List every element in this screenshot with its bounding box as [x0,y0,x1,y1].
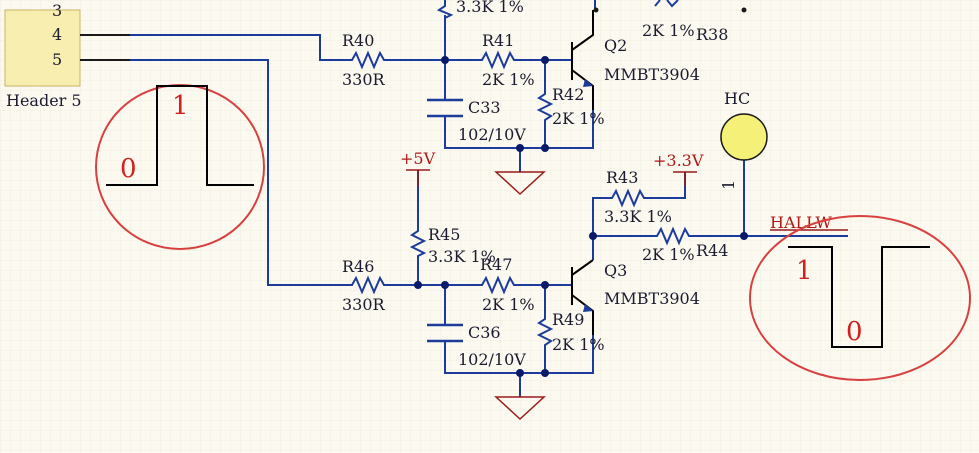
v33-label: +3.3V [653,151,704,170]
header-pin-3: 3 [52,1,62,20]
c33-ref: C33 [468,98,501,117]
transistor-q3[interactable]: Q3 MMBT3904 [571,259,700,335]
junction-dot [541,144,549,152]
junction-dot [441,56,449,64]
r40-value: 330R [342,70,386,89]
r49-ref: R49 [552,310,584,329]
capacitor-c36[interactable]: C36 102/10V [427,323,526,369]
resistor-r44[interactable]: 2K 1% R44 [642,226,728,264]
r44-value: 2K 1% [642,245,695,264]
resistor-r46[interactable]: R46 330R [342,257,390,314]
resistor-r42[interactable]: R42 2K 1% [536,85,605,128]
header-pin-4: 4 [52,25,62,44]
net-q3-emitter[interactable] [545,335,594,374]
resistor-r49[interactable]: R49 2K 1% [536,310,605,354]
output-high-label: 1 [796,256,813,286]
resistor-r45[interactable]: R45 3.3K 1% [409,225,496,266]
input-pulse-annotation: 0 1 [95,84,265,250]
r41-ref: R41 [482,31,514,50]
r38-ref: R38 [696,25,728,44]
net-upper-ground[interactable] [444,116,545,149]
r41-value: 2K 1% [482,70,535,89]
c33-value: 102/10V [458,125,526,144]
q3-part: MMBT3904 [604,289,700,308]
power-port-3v3: +3.3V [653,151,704,186]
transistor-q2[interactable]: Q2 MMBT3904 [571,10,700,110]
c36-value: 102/10V [458,350,526,369]
junction-dot [541,281,549,289]
junction-dot [740,232,748,240]
input-low-label: 0 [120,154,137,184]
junction-dot [441,281,449,289]
input-high-label: 1 [172,91,189,121]
resistor-r40[interactable]: R40 330R [342,31,390,89]
hall-sensor-hc[interactable]: HC 1 [719,89,768,190]
r42-value: 2K 1% [552,109,605,128]
hc-pin-label: 1 [719,180,738,190]
net-lower-ground[interactable] [444,341,545,374]
top-dot-1 [593,7,599,13]
resistor-upper-pullup[interactable]: 3.3K 1% [436,0,524,19]
junction-dot [414,281,422,289]
header-pin-5: 5 [52,50,62,69]
r44-ref: R44 [696,241,728,260]
r49-value: 2K 1% [552,335,605,354]
net-q2-emitter[interactable] [545,110,594,149]
junction-dot [541,56,549,64]
junction-dot [516,369,524,377]
r42-ref: R42 [552,85,584,104]
r45-ref: R45 [428,225,460,244]
junction-dot [541,369,549,377]
header-name: Header 5 [6,91,82,110]
net-label-hallw[interactable]: HALLW [770,213,848,232]
c36-ref: C36 [468,323,501,342]
net-pin5-to-r46[interactable] [130,59,345,286]
top-dot-2 [741,7,747,13]
r47-ref: R47 [480,255,512,274]
hallw-label: HALLW [770,213,832,232]
header-5-connector[interactable]: 3 4 5 Header 5 [4,1,82,110]
output-low-label: 0 [846,317,863,347]
junction-dot [516,144,524,152]
r43-ref: R43 [606,168,638,187]
capacitor-c33[interactable]: C33 102/10V [427,98,526,144]
resistor-r41[interactable]: R41 2K 1% [475,31,535,89]
net-pin4-to-r40[interactable] [130,34,345,61]
r40-ref: R40 [342,31,374,50]
hc-ref: HC [724,89,750,108]
resistor-r43[interactable]: R43 3.3K 1% [604,168,672,226]
r43-value: 3.3K 1% [604,207,672,226]
q2-ref: Q2 [604,36,627,55]
net-r43-left[interactable] [592,197,605,236]
output-pulse-annotation: 1 0 [749,215,971,381]
r47-value: 2K 1% [482,295,535,314]
r46-ref: R46 [342,257,374,276]
r38-value: 2K 1% [642,21,695,40]
q2-part: MMBT3904 [604,65,700,84]
q3-ref: Q3 [604,261,627,280]
junction-dot [589,232,597,240]
resistor-r38[interactable]: 2K 1% R38 [642,0,728,44]
r46-value: 330R [342,295,386,314]
power-port-5v: +5V [400,149,436,186]
resistor-r47[interactable]: R47 2K 1% [475,255,535,314]
upper-pullup-value: 3.3K 1% [456,0,524,16]
r45-value: 3.3K 1% [428,247,496,266]
v5-label: +5V [400,149,436,168]
